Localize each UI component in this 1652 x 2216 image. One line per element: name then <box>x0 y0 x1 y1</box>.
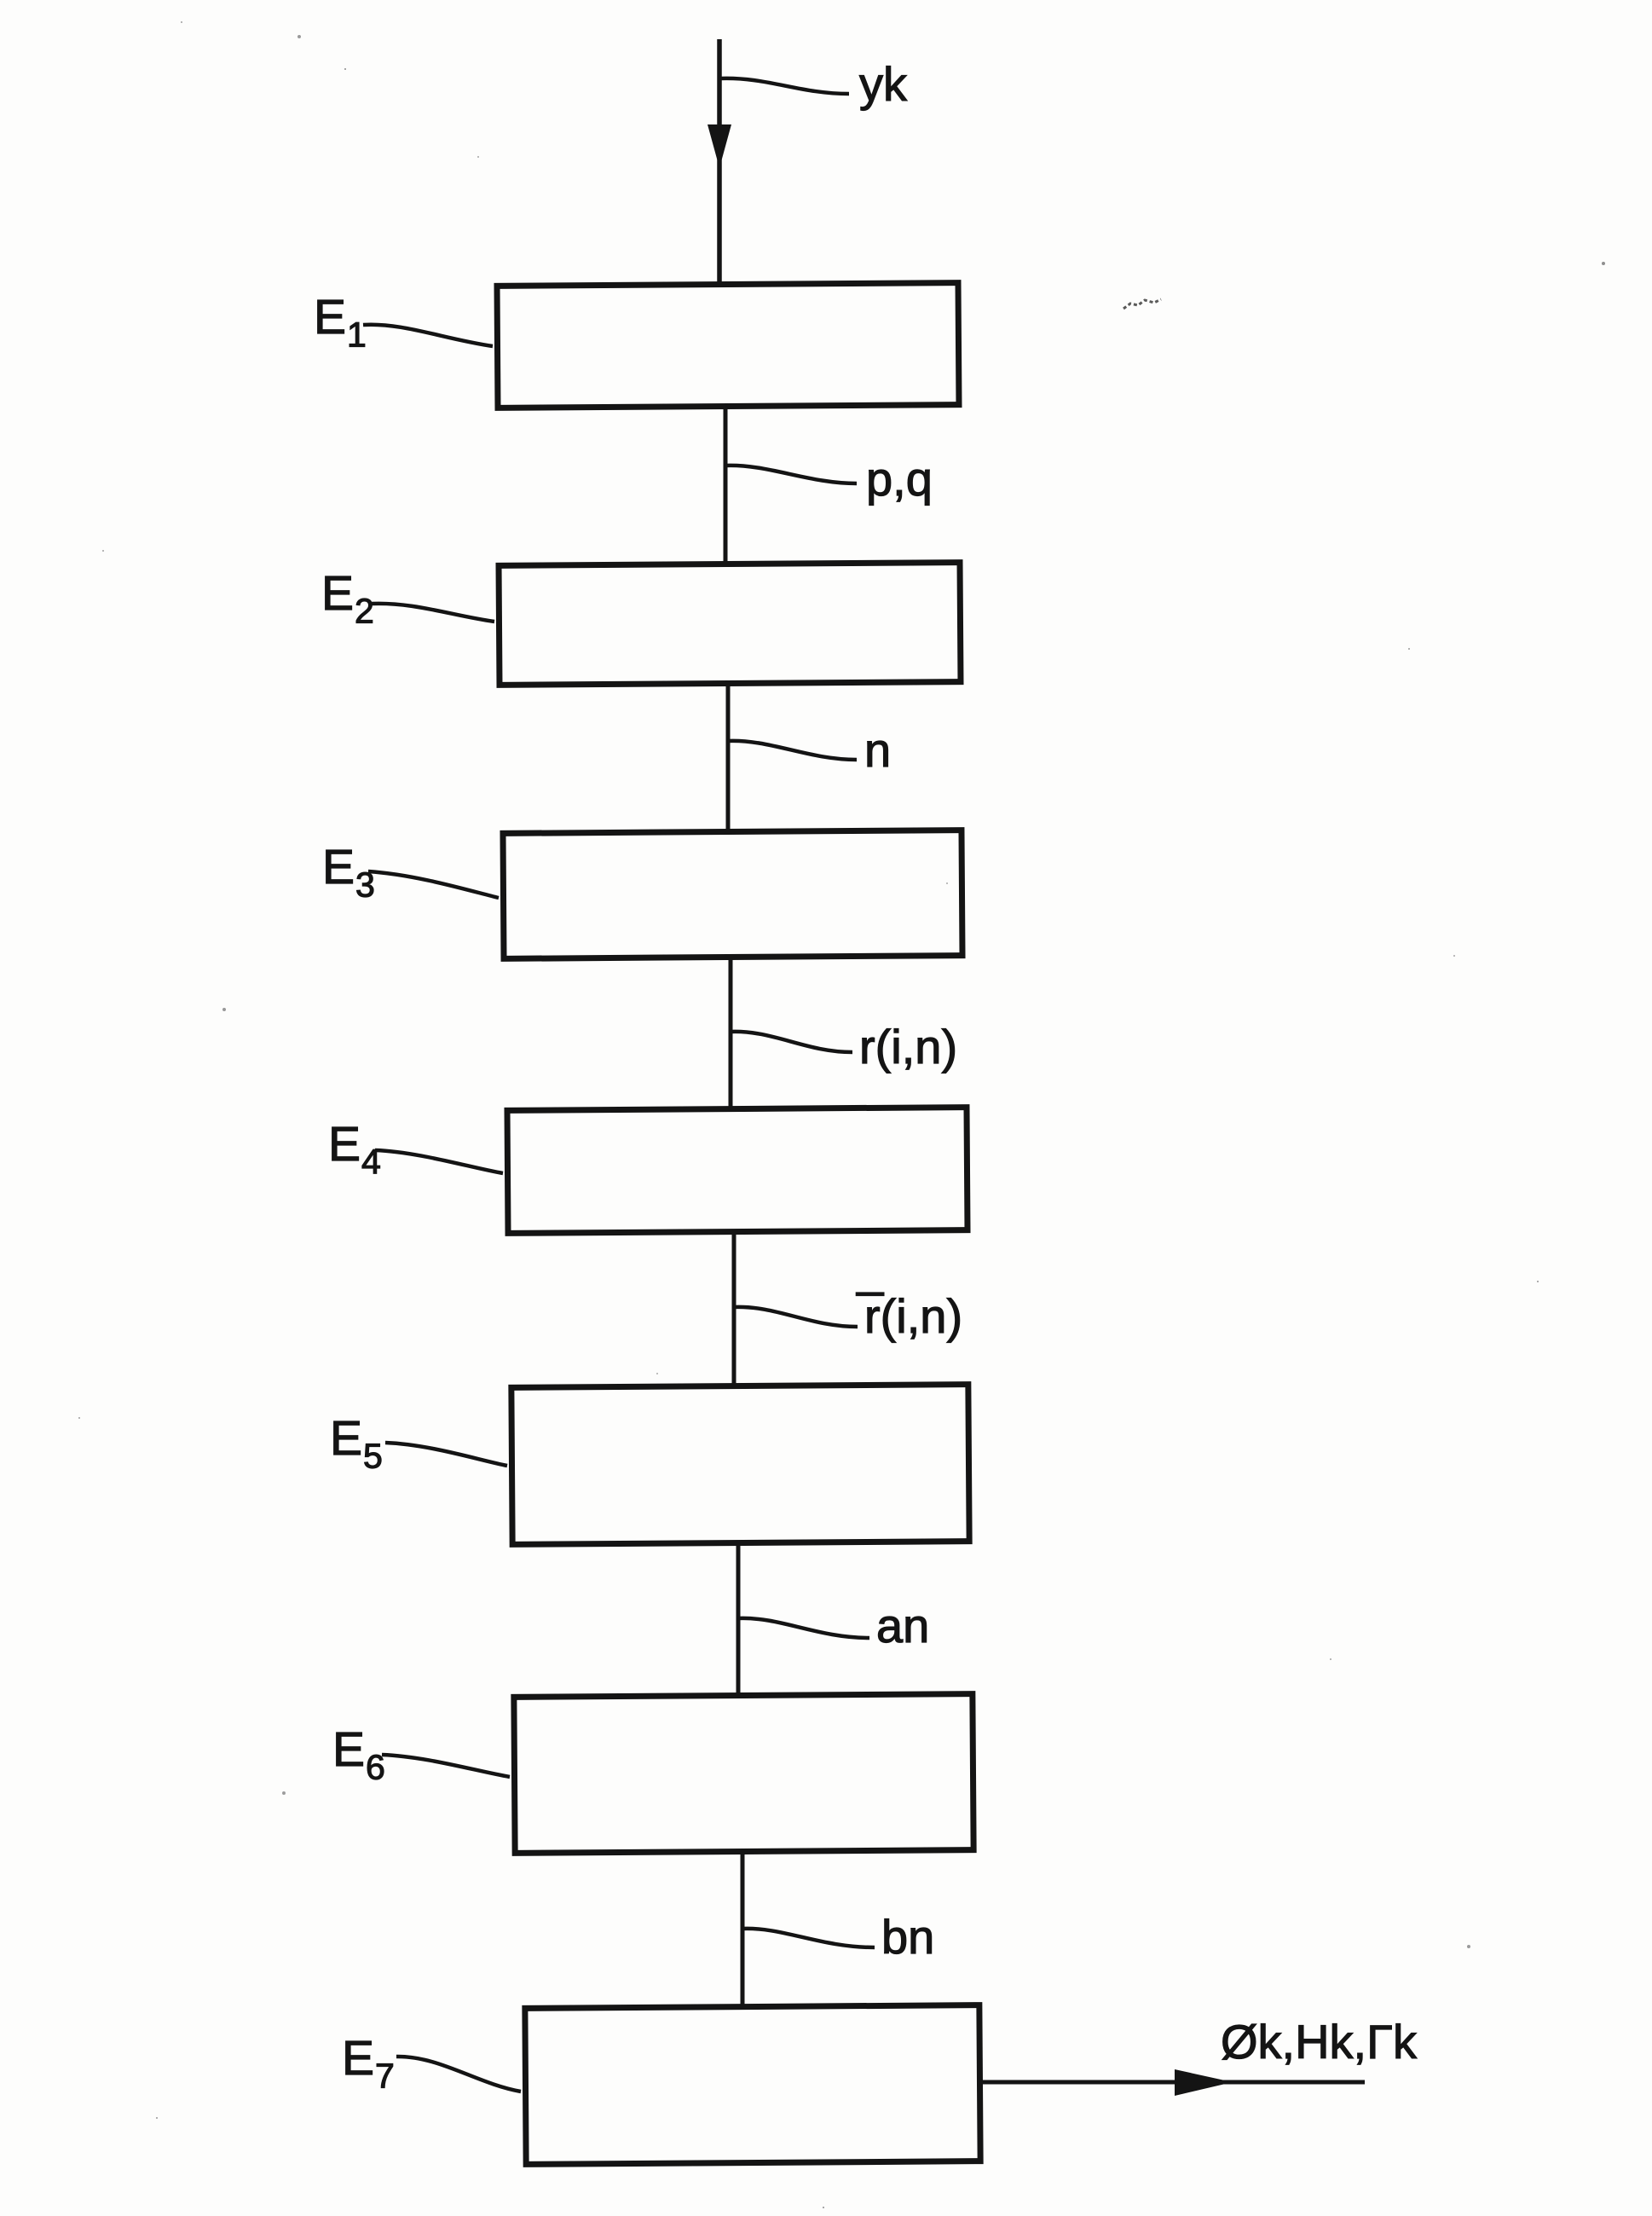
block-E5 <box>508 1381 973 1548</box>
signal-label-bn: bn <box>881 1909 935 1964</box>
block-leader-e4 <box>374 1148 504 1176</box>
block-label-sub: 3 <box>355 865 376 905</box>
output-arrowhead <box>1175 2069 1233 2096</box>
block-leader-e6 <box>381 1752 511 1779</box>
input-signal-leader <box>719 76 850 96</box>
signal-label-pq: p,q <box>865 451 933 506</box>
block-leader-e2 <box>371 601 495 624</box>
block-E6 <box>511 1691 977 1856</box>
signal-label-rin: r(i,n) <box>858 1019 958 1073</box>
block-label-base: E <box>321 566 355 621</box>
block-E1 <box>494 280 962 411</box>
signal-label-input: yk <box>858 56 907 111</box>
scan-noise <box>0 0 2 2</box>
signal-leader-bn <box>742 1926 875 1950</box>
block-label-sub: 7 <box>374 2056 396 2096</box>
block-label-E4: E4 <box>327 1117 382 1182</box>
block-label-base: E <box>332 1722 367 1777</box>
block-label-E7: E7 <box>341 2031 396 2096</box>
block-label-base: E <box>313 290 348 344</box>
input-arrowhead <box>708 124 731 168</box>
block-label-sub: 6 <box>365 1747 386 1787</box>
signal-label-n: n <box>864 722 892 777</box>
signal-label-an: an <box>875 1598 930 1652</box>
block-leader-e7 <box>396 2054 522 2094</box>
block-label-sub: 2 <box>354 591 375 631</box>
block-label-E1: E1 <box>313 290 367 355</box>
block-label-E3: E3 <box>321 840 376 905</box>
block-leader-e3 <box>367 869 500 900</box>
block-E4 <box>504 1104 971 1236</box>
block-label-sub: 1 <box>346 315 367 355</box>
block-label-base: E <box>327 1117 362 1172</box>
block-leader-e1 <box>362 322 494 349</box>
block-label-E5: E5 <box>329 1411 384 1476</box>
signal-leader-pq <box>725 463 858 486</box>
block-label-sub: 4 <box>361 1142 382 1182</box>
signal-label-output: Øk,Hk,Γk <box>1220 2014 1417 2068</box>
scan-smudge <box>1123 298 1162 310</box>
signal-leader-an <box>737 1616 870 1640</box>
block-E2 <box>495 559 964 688</box>
block-label-base: E <box>341 2031 376 2086</box>
signal-leader-rin <box>730 1029 853 1055</box>
signal-leader-rbar <box>733 1305 858 1329</box>
block-leader-e5 <box>384 1440 508 1468</box>
block-label-base: E <box>329 1411 364 1466</box>
block-label-sub: 5 <box>362 1436 384 1476</box>
block-E7 <box>522 2002 984 2167</box>
block-label-E6: E6 <box>332 1722 386 1787</box>
signal-leader-n <box>727 738 858 762</box>
block-E3 <box>500 827 966 962</box>
signal-label-rbar: r̅(i,n) <box>864 1288 963 1343</box>
block-label-base: E <box>321 840 356 894</box>
block-label-E2: E2 <box>321 566 375 631</box>
